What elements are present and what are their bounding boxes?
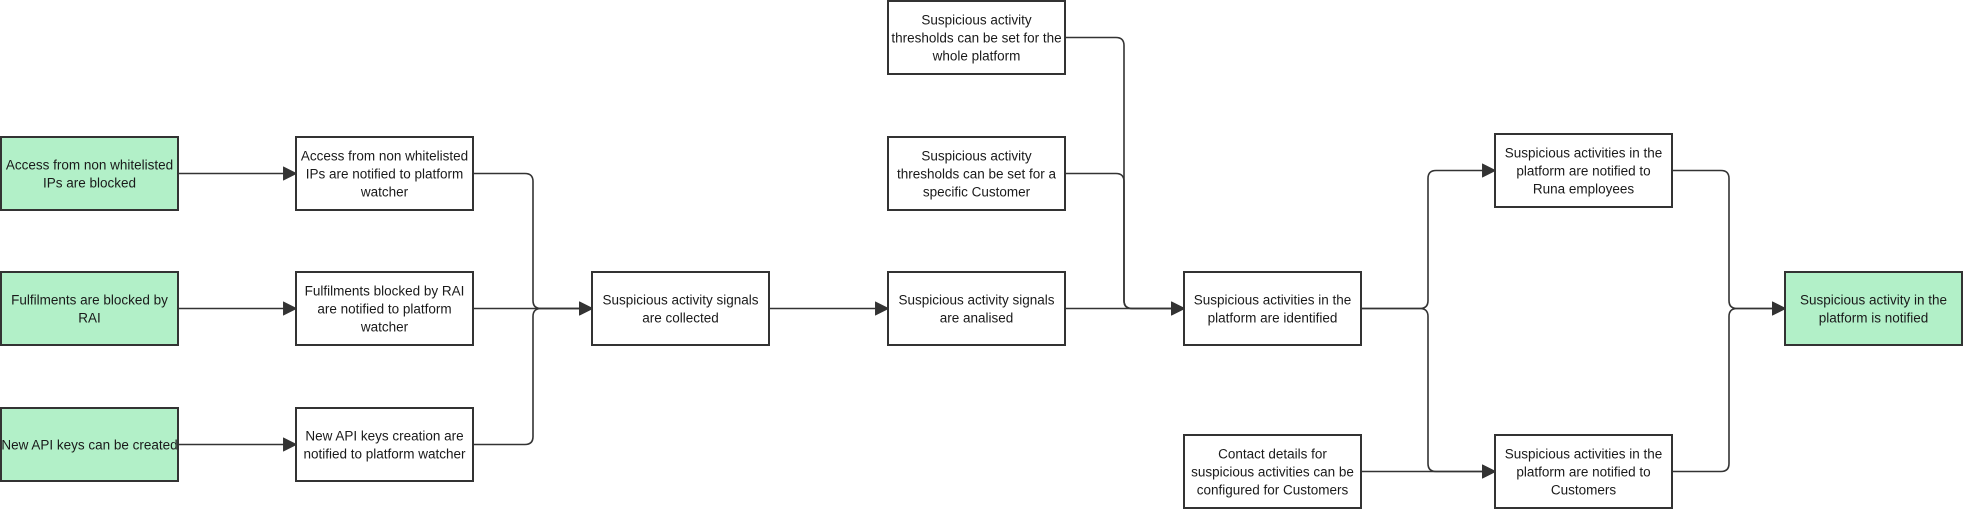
node-label-line: Suspicious activity signals xyxy=(898,293,1054,308)
node-label-line: platform are notified to xyxy=(1516,164,1650,179)
process-node: Suspicious activity thresholds can be set… xyxy=(887,0,1066,75)
node-label-line: Access from non whitelisted xyxy=(6,158,173,173)
node-box xyxy=(1494,434,1673,509)
node-label-line: configured for Customers xyxy=(1197,483,1349,498)
node-box xyxy=(1183,271,1362,346)
node-label-line: thresholds can be set for the xyxy=(891,31,1061,46)
process-node: Fulfilments blocked by RAI are notified t… xyxy=(295,271,474,346)
node-box xyxy=(887,271,1066,346)
flow-arrow xyxy=(1672,301,1787,473)
node-label-line: Suspicious activity xyxy=(921,149,1032,164)
node-box xyxy=(887,0,1066,75)
node-label-line: platform is notified xyxy=(1819,311,1929,326)
node-box xyxy=(295,271,474,346)
node-label-line: Suspicious activities in the xyxy=(1505,447,1663,462)
node-label-line: are collected xyxy=(642,311,719,326)
flow-arrow xyxy=(473,301,594,446)
process-node: Suspicious activities in the platform are… xyxy=(1494,434,1673,509)
node-label-line: are notified to platform xyxy=(317,302,451,317)
node-label-line: Suspicious activity xyxy=(921,13,1032,28)
node-label-line: IPs are notified to platform xyxy=(306,167,464,182)
node-box xyxy=(0,136,179,211)
node-box xyxy=(1494,133,1673,208)
process-node: Suspicious activity signals are collected xyxy=(591,271,770,346)
process-node: Suspicious activities in the platform are… xyxy=(1183,271,1362,346)
node-label-line: watcher xyxy=(360,185,409,200)
node-label-line: thresholds can be set for a xyxy=(897,167,1057,182)
flow-arrow xyxy=(1065,172,1186,316)
node-box xyxy=(1784,271,1963,346)
node-box xyxy=(295,136,474,211)
node-label-line: IPs are blocked xyxy=(43,176,136,191)
node-label-line: Suspicious activities in the xyxy=(1505,146,1663,161)
node-label-line: are analised xyxy=(940,311,1014,326)
node-label-line: suspicious activities can be xyxy=(1191,465,1354,480)
node-label-line: New API keys can be created xyxy=(1,438,177,453)
node-label-line: notified to platform watcher xyxy=(303,447,466,462)
node-label-line: whole platform xyxy=(932,49,1021,64)
node-label-line: platform are notified to xyxy=(1516,465,1650,480)
process-node: Contact details for suspicious activities… xyxy=(1183,434,1362,509)
trigger-node: Fulfilments are blocked by RAI xyxy=(0,271,179,346)
node-label-line: specific Customer xyxy=(923,185,1031,200)
node-label-line: Runa employees xyxy=(1533,182,1635,197)
process-node: Suspicious activity signals are analised xyxy=(887,271,1066,346)
node-box xyxy=(591,271,770,346)
node-label-line: Suspicious activity in the xyxy=(1800,293,1947,308)
node-label-line: New API keys creation are xyxy=(305,429,463,444)
node-label-line: Fulfilments are blocked by xyxy=(11,293,168,308)
flow-arrow xyxy=(1361,163,1497,310)
outcome-node: Suspicious activity in the platform is no… xyxy=(1784,271,1963,346)
trigger-node: New API keys can be created xyxy=(0,407,179,482)
node-label-line: platform are identified xyxy=(1208,311,1338,326)
process-node: Suspicious activities in the platform are… xyxy=(1494,133,1673,208)
process-node: Suspicious activity thresholds can be set… xyxy=(887,136,1066,211)
node-box xyxy=(0,271,179,346)
node-label-line: Fulfilments blocked by RAI xyxy=(305,284,465,299)
node-label-line: Suspicious activity signals xyxy=(602,293,758,308)
edges xyxy=(178,36,1787,479)
node-box xyxy=(0,407,179,482)
node-label-line: Customers xyxy=(1551,483,1617,498)
node-label-line: Access from non whitelisted xyxy=(301,149,468,164)
node-box xyxy=(295,407,474,482)
flow-arrow xyxy=(473,172,594,316)
node-label-line: Suspicious activities in the xyxy=(1194,293,1352,308)
node-box xyxy=(1183,434,1362,509)
flow-arrow xyxy=(1361,307,1497,479)
node-box xyxy=(887,136,1066,211)
node-label-line: RAI xyxy=(78,311,101,326)
node-label-line: Contact details for xyxy=(1218,447,1327,462)
node-label-line: watcher xyxy=(360,320,409,335)
process-node: New API keys creation are notified to pla… xyxy=(295,407,474,482)
flow-arrow xyxy=(1672,169,1787,316)
